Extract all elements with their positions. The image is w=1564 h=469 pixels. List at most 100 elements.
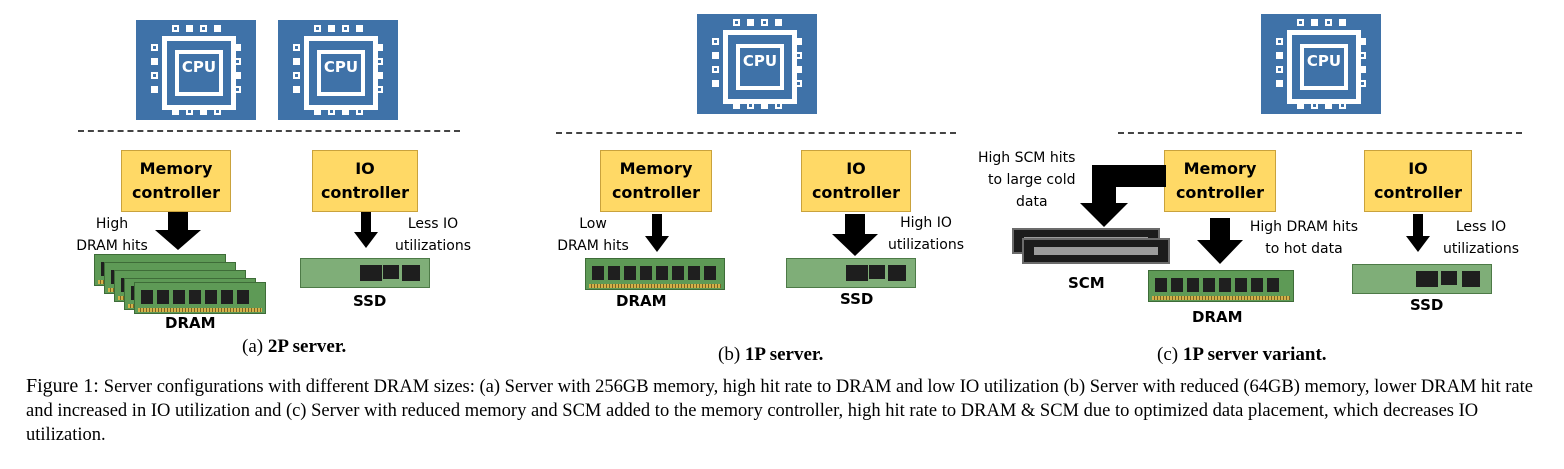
cpu-pin bbox=[234, 86, 241, 93]
io-controller-label: IO controller bbox=[811, 159, 901, 202]
io-controller-label: IO controller bbox=[320, 159, 410, 202]
memory-chip bbox=[1171, 278, 1183, 292]
ssd-chip bbox=[402, 265, 420, 281]
cpu-pin bbox=[1325, 19, 1332, 26]
ssd-chip bbox=[1441, 271, 1457, 285]
memory-chip bbox=[1235, 278, 1247, 292]
figure-caption-prefix: Figure 1: bbox=[26, 375, 104, 397]
io-annotation: High IO utilizations bbox=[882, 212, 970, 256]
memory-chip bbox=[1203, 278, 1215, 292]
cpu-pin bbox=[376, 86, 383, 93]
cpu-pin bbox=[795, 38, 802, 45]
mem-annotation: High DRAM hits to hot data bbox=[1240, 216, 1368, 260]
ssd-label: SSD bbox=[1410, 296, 1444, 314]
cpu-pin bbox=[342, 25, 349, 32]
scm-module bbox=[1022, 238, 1170, 264]
subcaption-b: (b) 1P server. bbox=[718, 344, 823, 366]
ssd-chip bbox=[846, 265, 868, 281]
memory-chip bbox=[672, 266, 684, 280]
cpu-icon: CPU bbox=[136, 20, 256, 120]
dram-module bbox=[585, 258, 725, 290]
annotation-line: Less IO bbox=[407, 216, 459, 232]
io-annotation: Less IO utilizations bbox=[392, 213, 474, 257]
down-arrow-icon bbox=[155, 212, 201, 250]
cpu-pin bbox=[172, 25, 179, 32]
cpu-pin bbox=[733, 19, 740, 26]
cpu-pin bbox=[747, 19, 754, 26]
cpu-pin bbox=[314, 25, 321, 32]
cpu-pin bbox=[712, 38, 719, 45]
ssd-chip bbox=[888, 265, 906, 281]
memory-chip bbox=[237, 290, 249, 304]
memory-chip bbox=[608, 266, 620, 280]
cpu-pin bbox=[1276, 52, 1283, 59]
memory-controller-label: Memory controller bbox=[611, 159, 701, 202]
cpu-pin bbox=[1359, 66, 1366, 73]
cpu-label: CPU bbox=[181, 58, 217, 76]
cpu-pin bbox=[328, 108, 335, 115]
scm-annotation: High SCM hits to large cold data bbox=[978, 147, 1098, 213]
memory-chip bbox=[1187, 278, 1199, 292]
annotation-line: to hot data bbox=[1265, 241, 1343, 257]
subcaption-prefix: (a) bbox=[242, 336, 268, 357]
memory-chip bbox=[141, 290, 153, 304]
cpu-pin bbox=[795, 52, 802, 59]
cpu-pin bbox=[795, 66, 802, 73]
cpu-pin bbox=[151, 86, 158, 93]
cpu-pin bbox=[1359, 38, 1366, 45]
annotation-line: Low bbox=[579, 216, 607, 232]
cpu-pin bbox=[747, 102, 754, 109]
cpu-pin bbox=[234, 44, 241, 51]
cpu-pin bbox=[214, 25, 221, 32]
cpu-pin bbox=[1359, 80, 1366, 87]
memory-controller-label: Memory controller bbox=[1175, 159, 1265, 202]
subcaption-a: (a) 2P server. bbox=[242, 336, 346, 358]
cpu-pin bbox=[172, 108, 179, 115]
annotation-line: High SCM hits bbox=[978, 150, 1076, 166]
cpu-pin bbox=[761, 19, 768, 26]
cpu-pin bbox=[1359, 52, 1366, 59]
annotation-line: DRAM hits bbox=[76, 238, 148, 254]
memory-controller: Memory controller bbox=[1164, 150, 1276, 212]
cpu-pin bbox=[1311, 102, 1318, 109]
cpu-pin bbox=[761, 102, 768, 109]
memory-chip bbox=[1251, 278, 1263, 292]
io-controller: IO controller bbox=[801, 150, 911, 212]
cpu-pin bbox=[1297, 19, 1304, 26]
cpu-pin bbox=[356, 108, 363, 115]
cpu-pin bbox=[342, 108, 349, 115]
memory-chip bbox=[173, 290, 185, 304]
cpu-pin bbox=[1276, 66, 1283, 73]
memory-controller: Memory controller bbox=[600, 150, 712, 212]
cpu-pin bbox=[376, 58, 383, 65]
annotation-line: utilizations bbox=[887, 237, 965, 253]
cpu-pin bbox=[214, 108, 221, 115]
memory-chip bbox=[205, 290, 217, 304]
down-arrow-icon bbox=[1197, 218, 1243, 264]
cpu-icon: CPU bbox=[278, 20, 398, 120]
dram-module bbox=[134, 282, 266, 314]
mem-annotation: High DRAM hits bbox=[76, 213, 148, 257]
cpu-pin bbox=[712, 52, 719, 59]
cpu-pin bbox=[234, 58, 241, 65]
ssd-module bbox=[300, 258, 430, 288]
divider-line bbox=[78, 130, 460, 132]
cpu-pin bbox=[293, 44, 300, 51]
cpu-label: CPU bbox=[742, 52, 778, 70]
memory-chip bbox=[157, 290, 169, 304]
dram-label: DRAM bbox=[1192, 308, 1243, 326]
cpu-pin bbox=[356, 25, 363, 32]
down-arrow-icon bbox=[1406, 214, 1430, 252]
divider-line bbox=[1118, 132, 1522, 134]
annotation-line: DRAM hits bbox=[557, 238, 629, 254]
io-controller: IO controller bbox=[312, 150, 418, 212]
annotation-line: utilizations bbox=[394, 238, 472, 254]
cpu-pin bbox=[1339, 19, 1346, 26]
memory-chip bbox=[624, 266, 636, 280]
cpu-icon: CPU bbox=[1261, 14, 1381, 114]
ssd-label: SSD bbox=[840, 290, 874, 308]
ssd-chip bbox=[383, 265, 399, 279]
memory-controller: Memory controller bbox=[121, 150, 231, 212]
cpu-pin bbox=[1276, 80, 1283, 87]
cpu-pin bbox=[795, 80, 802, 87]
